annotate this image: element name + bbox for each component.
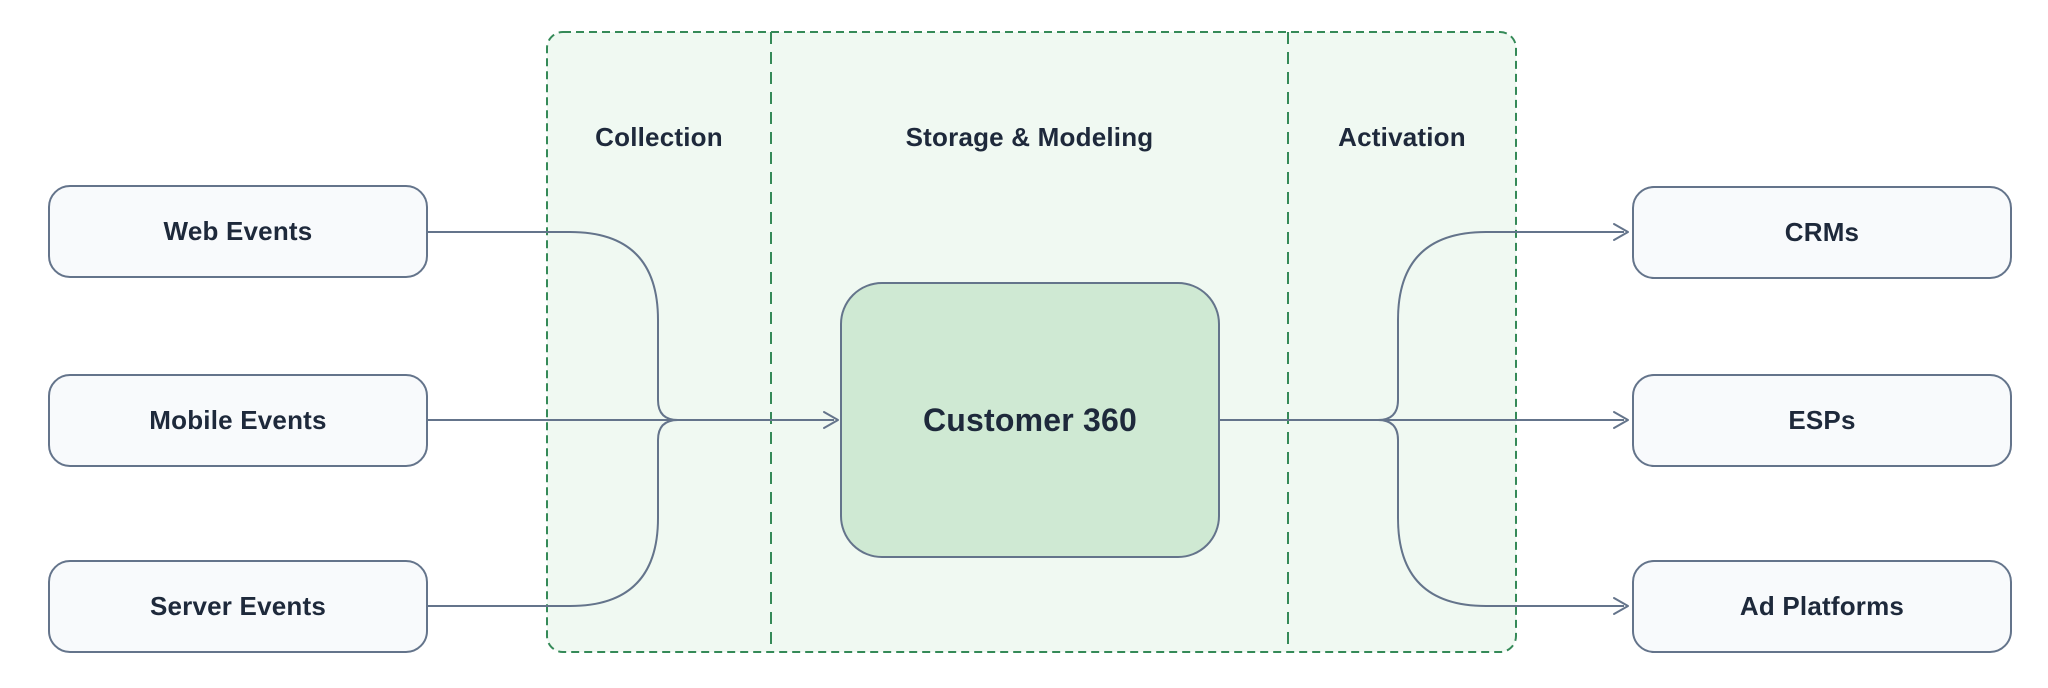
node-ad-platforms: Ad Platforms xyxy=(1632,560,2012,653)
section-label-activation: Activation xyxy=(1338,122,1466,152)
connector-server-events xyxy=(428,419,679,607)
node-crms: CRMs xyxy=(1632,186,2012,279)
arrowhead-into-hub xyxy=(823,411,839,429)
node-mobile-events: Mobile Events xyxy=(48,374,428,467)
section-label-storage-modeling: Storage & Modeling xyxy=(905,122,1154,152)
section-label-collection: Collection xyxy=(595,122,723,152)
arrowhead-esps xyxy=(1613,411,1629,429)
connector-web-events xyxy=(428,231,679,421)
arrowhead-ad-platforms xyxy=(1613,597,1629,615)
node-customer-360: Customer 360 xyxy=(840,282,1220,558)
arrowhead-crms xyxy=(1613,223,1629,241)
node-server-events: Server Events xyxy=(48,560,428,653)
node-esps: ESPs xyxy=(1632,374,2012,467)
connector-hub-crms xyxy=(1377,231,1624,421)
connector-hub-ad-platforms xyxy=(1377,419,1624,607)
node-web-events: Web Events xyxy=(48,185,428,278)
